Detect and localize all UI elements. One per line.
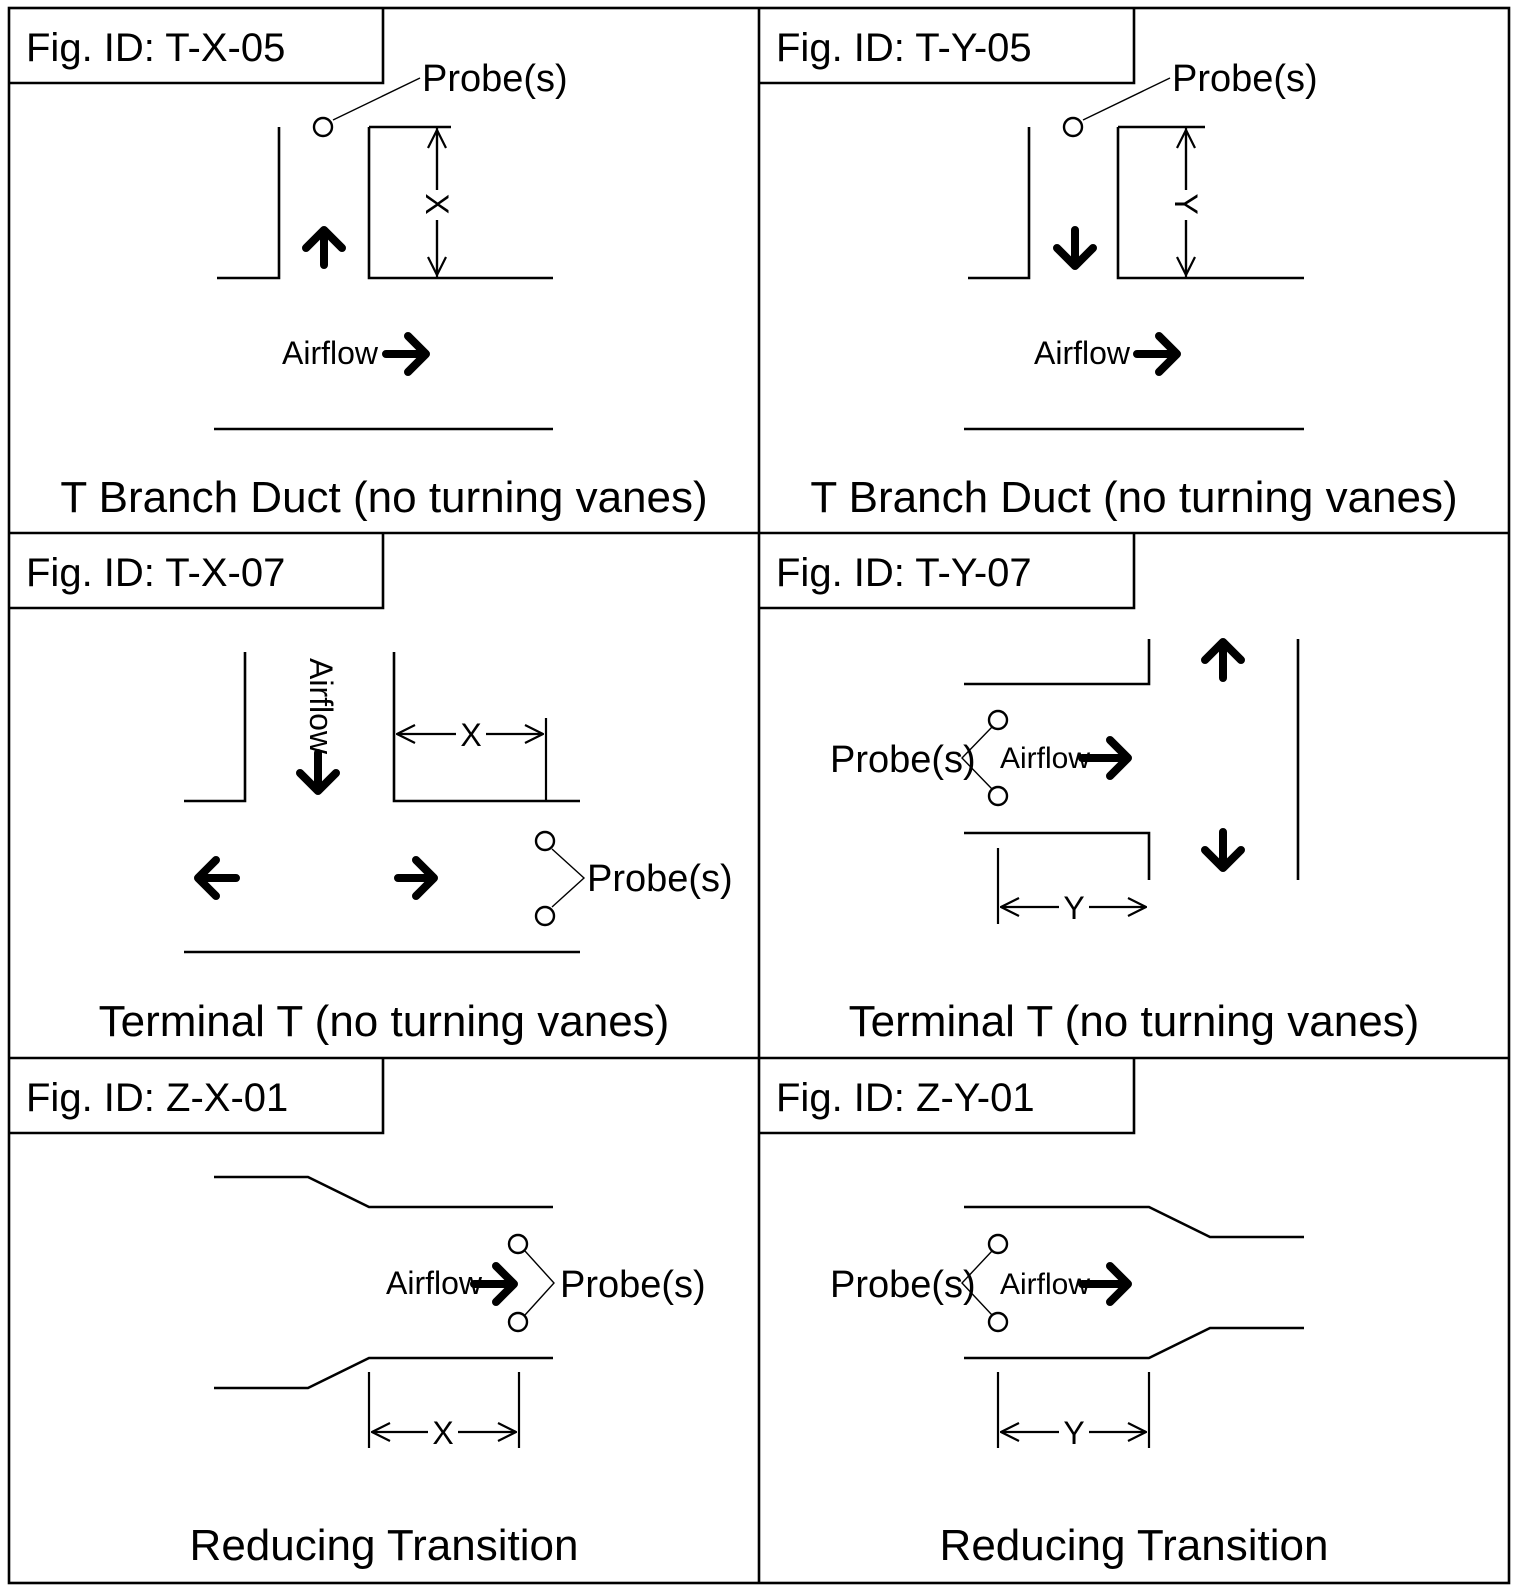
probe-label: Probe(s)	[587, 858, 733, 900]
probe-label: Probe(s)	[422, 58, 568, 100]
airflow-label: Airflow	[1000, 742, 1090, 775]
probe-circle	[534, 905, 556, 927]
caption: T Branch Duct (no turning vanes)	[810, 473, 1457, 522]
dimension-x: X	[397, 717, 548, 800]
arrow-right-icon	[1078, 736, 1132, 780]
panel-t-y-07: Fig. ID: T-Y-07 Probe(s) Airflow Y Termi…	[759, 533, 1419, 1046]
duct-outline	[964, 125, 1304, 431]
caption: Terminal T (no turning vanes)	[849, 997, 1420, 1046]
probe-callout: Probe(s)	[1062, 58, 1318, 138]
panel-t-x-07: Fig. ID: T-X-07 Airflow X Probe(s) Termi…	[9, 533, 733, 1046]
panel-z-x-01: Fig. ID: Z-X-01 Airflow Probe(s) X Reduc…	[9, 1058, 706, 1570]
duct-outline	[184, 652, 580, 954]
arrow-down-icon	[296, 749, 340, 795]
probe-callout: Probe(s)	[830, 709, 1009, 807]
fig-id-box	[759, 1058, 1136, 1135]
fig-id: Fig. ID: Z-X-01	[26, 1076, 288, 1120]
probe-circle	[312, 116, 334, 138]
airflow-label: Airflow	[1000, 1268, 1090, 1301]
duct-outline	[964, 639, 1300, 880]
fig-id-box	[9, 1058, 385, 1135]
probe-callout: Probe(s)	[312, 58, 568, 138]
probe-circle	[987, 785, 1009, 807]
fig-id-box	[759, 533, 1136, 610]
fig-id-box	[759, 8, 1136, 85]
probe-circle	[987, 1233, 1009, 1255]
probe-label: Probe(s)	[830, 739, 976, 781]
probe-callout: Probe(s)	[507, 1233, 706, 1333]
dimension-label: Y	[1063, 890, 1084, 926]
fig-id: Fig. ID: Z-Y-01	[776, 1076, 1035, 1120]
probe-label: Probe(s)	[1172, 58, 1318, 100]
dimension-label: Y	[1168, 193, 1204, 214]
arrow-down-icon	[1201, 828, 1245, 872]
panel-t-y-05: Fig. ID: T-Y-05 Probe(s) Y Airflow T Bra…	[759, 8, 1458, 522]
fig-id: Fig. ID: T-Y-07	[776, 551, 1032, 595]
probe-label: Probe(s)	[560, 1264, 706, 1306]
caption: T Branch Duct (no turning vanes)	[60, 473, 707, 522]
dimension-x: X	[367, 1372, 521, 1451]
arrow-down-icon	[1053, 226, 1097, 270]
probe-circle	[507, 1311, 529, 1333]
fig-id: Fig. ID: T-Y-05	[776, 26, 1032, 70]
panel-t-x-05: Fig. ID: T-X-05 Probe(s) X Airflow T Bra…	[9, 8, 708, 522]
airflow-label: Airflow	[1034, 335, 1131, 371]
grid-frame	[7, 6, 1511, 1585]
duct-outline	[214, 125, 553, 431]
probe-callout: Probe(s)	[830, 1233, 1009, 1333]
dimension-label: X	[419, 193, 455, 214]
caption: Reducing Transition	[940, 1521, 1329, 1570]
fig-id-box	[9, 533, 385, 610]
arrow-right-icon	[1133, 332, 1181, 376]
fig-id: Fig. ID: T-X-07	[26, 551, 285, 595]
duct-outline	[964, 1205, 1304, 1360]
duct-outline	[214, 1175, 553, 1390]
arrow-right-icon	[394, 856, 438, 900]
arrow-up-icon	[302, 226, 346, 269]
airflow-label: Airflow	[386, 1265, 483, 1301]
probe-circle	[987, 709, 1009, 731]
probe-circle	[507, 1233, 529, 1255]
probe-circle	[987, 1311, 1009, 1333]
panel-z-y-01: Fig. ID: Z-Y-01 Probe(s) Airflow Y Reduc…	[759, 1058, 1328, 1570]
arrow-left-icon	[194, 856, 240, 900]
arrow-right-icon	[382, 332, 430, 376]
caption: Reducing Transition	[190, 1521, 579, 1570]
probe-circle	[534, 830, 556, 852]
fig-id-box	[9, 8, 385, 85]
probe-circle	[1062, 116, 1084, 138]
dimension-label: X	[460, 717, 481, 753]
airflow-label: Airflow	[303, 658, 339, 755]
fig-id: Fig. ID: T-X-05	[26, 26, 285, 70]
dimension-label: Y	[1063, 1415, 1084, 1451]
probe-callout: Probe(s)	[534, 830, 733, 927]
caption: Terminal T (no turning vanes)	[99, 997, 670, 1046]
dimension-label: X	[432, 1415, 453, 1451]
airflow-label: Airflow	[282, 335, 379, 371]
dimension-y: Y	[996, 848, 1146, 926]
dimension-y: Y	[996, 1372, 1151, 1451]
dimension-y: Y	[1168, 127, 1204, 278]
arrow-right-icon	[470, 1262, 518, 1306]
dimension-x: X	[419, 127, 455, 278]
probe-label: Probe(s)	[830, 1264, 976, 1306]
arrow-right-icon	[1078, 1262, 1132, 1306]
arrow-up-icon	[1201, 638, 1245, 682]
